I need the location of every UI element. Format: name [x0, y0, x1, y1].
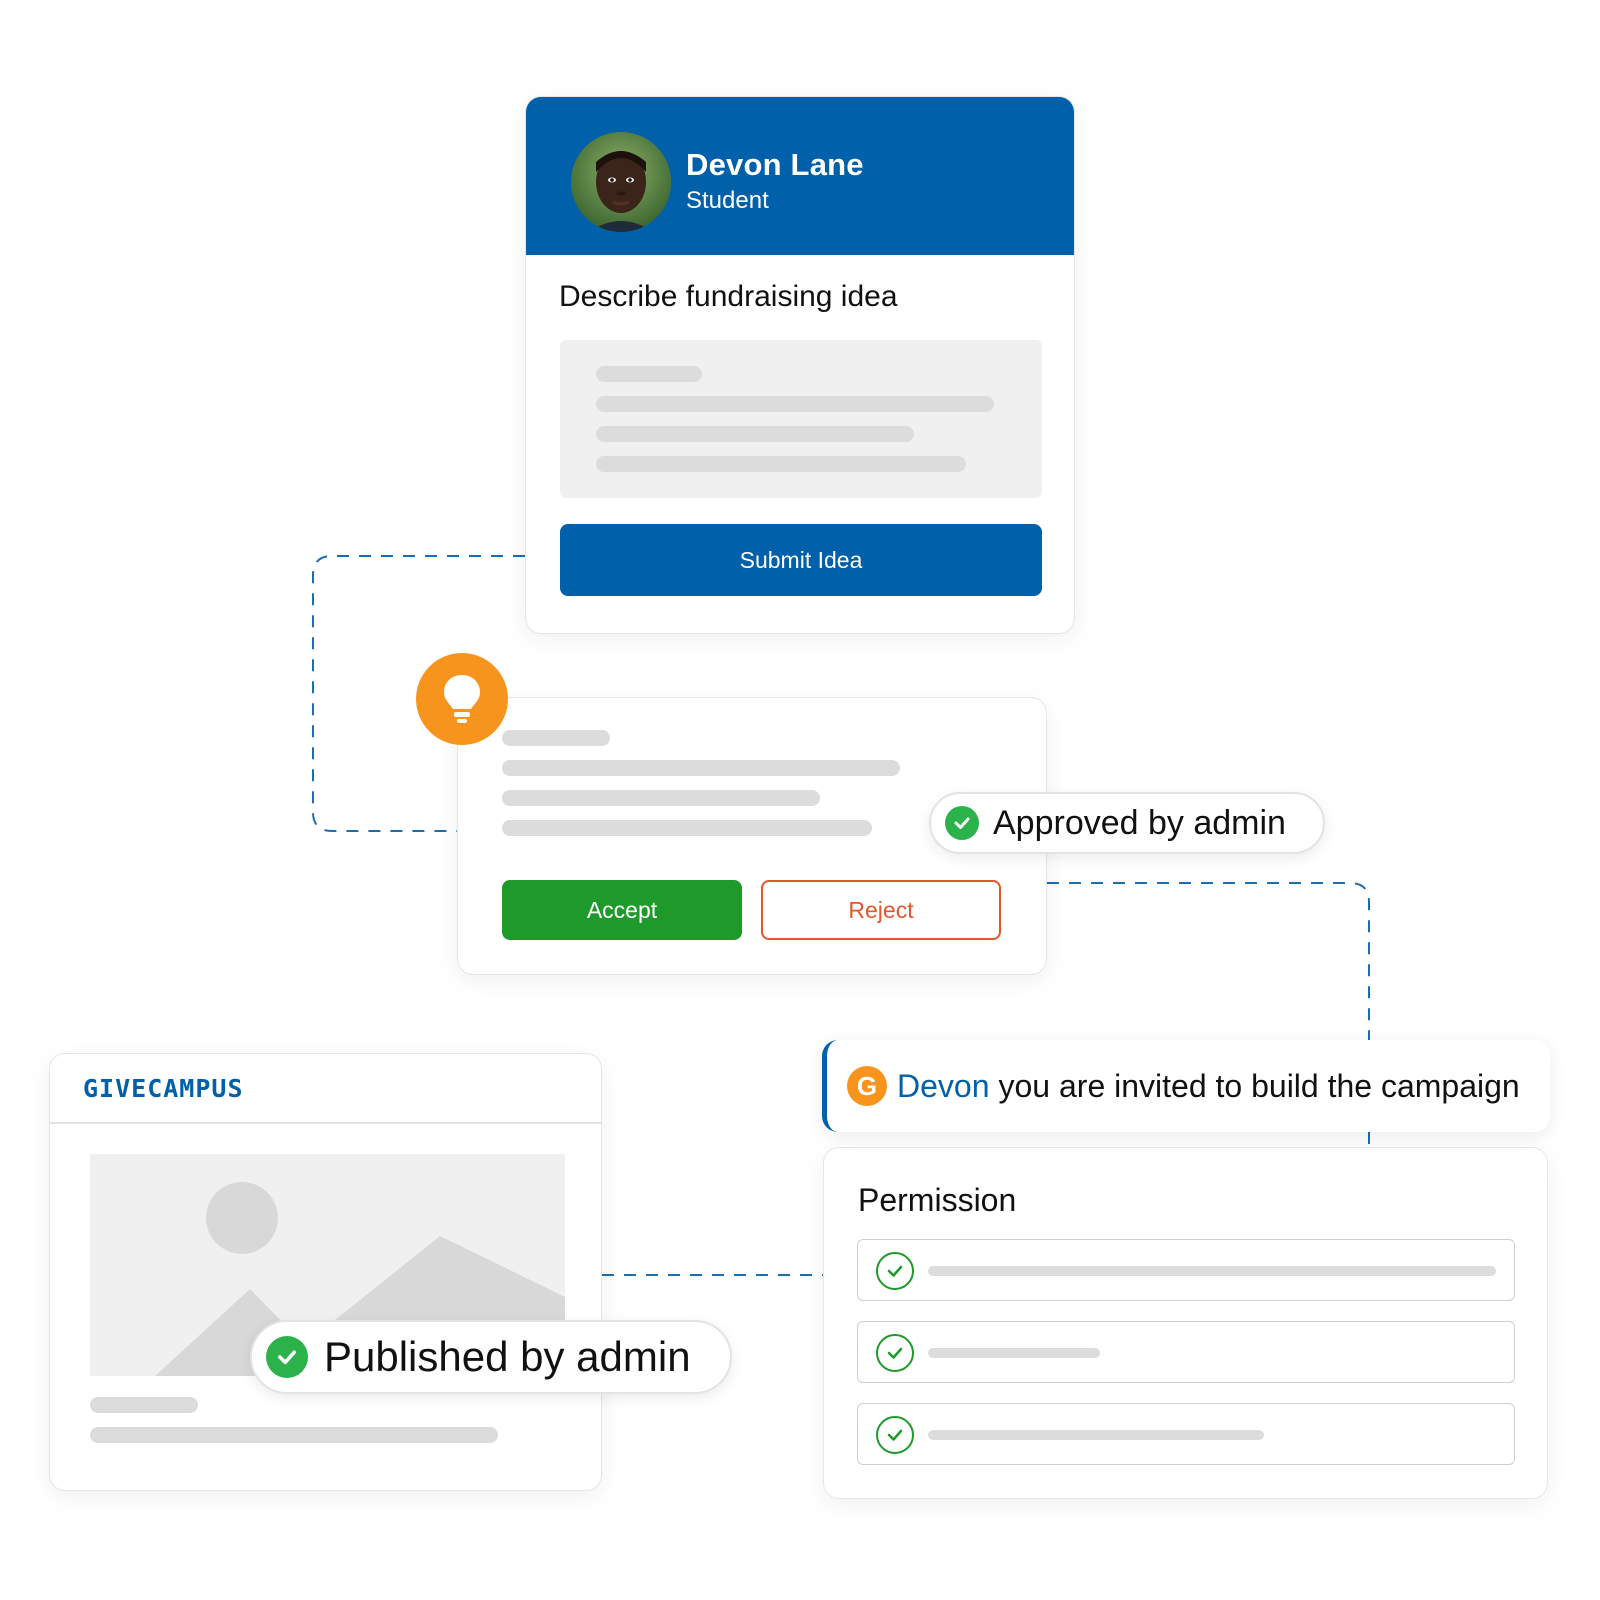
student-name: Devon Lane [686, 147, 864, 182]
campaign-invite-notification[interactable]: G Devon you are invited to build the cam… [822, 1040, 1550, 1132]
skeleton-line [928, 1348, 1100, 1358]
published-by-admin-badge: Published by admin [250, 1320, 732, 1394]
skeleton-line [90, 1427, 498, 1443]
skeleton-line [928, 1430, 1264, 1440]
permission-card: Permission [823, 1147, 1548, 1499]
skeleton-line [596, 426, 914, 442]
permission-title: Permission [858, 1182, 1017, 1218]
idea-submission-card: Devon Lane Student Describe fundraising … [525, 96, 1075, 634]
submit-idea-button[interactable]: Submit Idea [560, 524, 1042, 596]
skeleton-line [502, 730, 610, 746]
invite-message: you are invited to build the campaign [998, 1067, 1520, 1104]
invite-recipient-name: Devon [897, 1067, 990, 1104]
skeleton-line [596, 456, 966, 472]
skeleton-line [502, 790, 820, 806]
lightbulb-icon [416, 653, 508, 745]
connector-submit-to-review [312, 555, 525, 832]
approved-by-admin-badge: Approved by admin [929, 792, 1325, 854]
published-label: Published by admin [324, 1333, 691, 1380]
connector-approved-to-invite [1047, 882, 1370, 1040]
check-outline-icon [876, 1252, 914, 1290]
skeleton-line [502, 820, 872, 836]
idea-text-area[interactable] [560, 340, 1042, 498]
student-header: Devon Lane Student [526, 97, 1074, 255]
check-outline-icon [876, 1334, 914, 1372]
check-circle-icon [945, 806, 979, 840]
approved-label: Approved by admin [993, 803, 1286, 842]
givecampus-campaign-card: GIVECAMPUS [49, 1053, 602, 1491]
skeleton-line [90, 1397, 198, 1413]
permission-item[interactable] [857, 1321, 1515, 1383]
givecampus-g-logo: G [847, 1066, 887, 1106]
check-outline-icon [876, 1416, 914, 1454]
skeleton-line [596, 396, 994, 412]
permission-item[interactable] [857, 1239, 1515, 1301]
givecampus-logo: GIVECAMPUS [83, 1074, 244, 1103]
student-role: Student [686, 187, 769, 214]
skeleton-line [928, 1266, 1496, 1276]
accept-button[interactable]: Accept [502, 880, 742, 940]
divider [50, 1122, 601, 1124]
permission-item[interactable] [857, 1403, 1515, 1465]
student-avatar [571, 132, 671, 232]
skeleton-line [502, 760, 900, 776]
idea-prompt-title: Describe fundraising idea [559, 280, 898, 313]
check-circle-icon [266, 1336, 308, 1378]
reject-button[interactable]: Reject [761, 880, 1001, 940]
skeleton-line [596, 366, 702, 382]
